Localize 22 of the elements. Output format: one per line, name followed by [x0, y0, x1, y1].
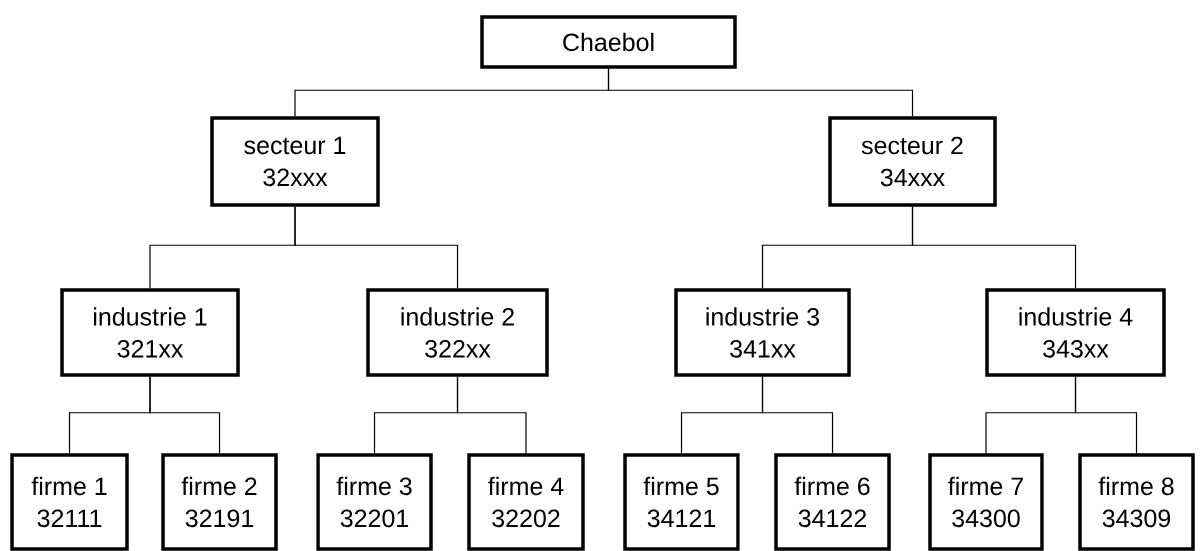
firm-box: firme 8 34309: [1078, 453, 1195, 551]
firm-box: firme 3 32201: [316, 453, 433, 551]
connector: [911, 206, 1077, 289]
connector: [456, 376, 527, 454]
sector-box: secteur 1 32xxx: [210, 116, 380, 207]
connector: [1074, 376, 1138, 454]
firm-box: firme 4 32202: [467, 453, 585, 551]
root-box: Chaebol: [480, 15, 737, 69]
sector-box: secteur 2 34xxx: [828, 116, 997, 207]
connector: [149, 376, 221, 454]
industry-box: industrie 1 321xx: [60, 288, 240, 377]
connector: [294, 206, 459, 289]
industry-box: industrie 4 343xx: [985, 288, 1166, 377]
industry-box: industrie 3 341xx: [674, 288, 851, 377]
firm-box: firme 5 34121: [623, 453, 740, 551]
firm-box: firme 7 34300: [928, 453, 1044, 551]
industry-box: industrie 2 322xx: [366, 288, 549, 377]
connector: [607, 68, 914, 117]
firm-box: firme 2 32191: [161, 453, 278, 551]
connector: [761, 376, 834, 454]
firm-box: firme 1 32111: [10, 453, 129, 551]
firm-box: firme 6 34122: [774, 453, 891, 551]
